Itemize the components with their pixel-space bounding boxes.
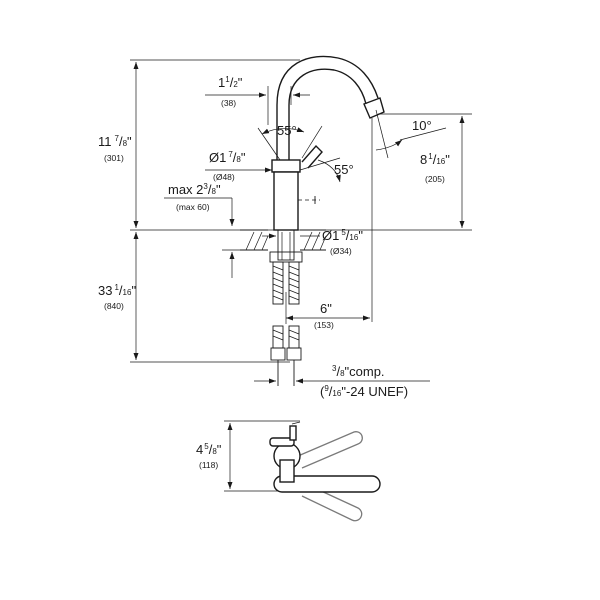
spout-inner-curve (288, 68, 367, 162)
mounting-shank (277, 229, 295, 261)
spout-width-mm: (38) (221, 98, 236, 108)
spout-width-label: 11/2" (218, 75, 243, 90)
spout-tilt-label: 10° (412, 118, 432, 133)
spout-outlet (363, 97, 385, 119)
supply-hoses (270, 261, 302, 386)
hole-dia-mm: (Ø34) (330, 246, 352, 256)
spout-swing-ghost-lower (301, 483, 363, 522)
spout-tilt-arc (375, 139, 403, 151)
spout-outer-curve (276, 55, 379, 162)
plan-depth-label: 45/8" (196, 442, 222, 457)
spout-height-mm: (205) (425, 174, 445, 184)
plan-lever-line (291, 421, 301, 425)
handle-angle-reference (299, 157, 341, 171)
plan-handle (269, 437, 295, 447)
spout-height-label: 81/16" (420, 152, 450, 167)
lever-angle-line-left (257, 127, 281, 161)
elevation-view (130, 55, 472, 386)
deck-section (240, 229, 327, 251)
max-thickness-label: max 23/8" (168, 182, 221, 197)
handle-angle-label: 55° (334, 162, 354, 177)
handle-angle-arc (317, 159, 341, 183)
total-height-mm: (301) (104, 153, 124, 163)
connection-thread-label: (9/16"-24 UNEF) (320, 384, 408, 399)
reach-mm: (153) (314, 320, 334, 330)
plan-lever-tip (289, 425, 297, 441)
spout-tilt-line (375, 109, 389, 159)
reach-label: 6" (320, 301, 332, 316)
plan-depth-mm: (118) (199, 460, 218, 470)
spout-tilt-leader (399, 127, 447, 141)
connection-label: 3/8"comp. (332, 364, 385, 379)
lever-angle-arc (261, 127, 305, 135)
plan-spout-neck (279, 459, 295, 483)
spout-swing-ghost-upper (297, 431, 363, 469)
handle-lever (301, 144, 323, 169)
hose-length-mm: (840) (104, 301, 124, 311)
mounting-nut (269, 251, 303, 263)
faucet-collar (271, 159, 301, 173)
body-dia-mm: (Ø48) (213, 172, 235, 182)
plan-spout (273, 475, 381, 493)
lever-angle-line-right (301, 125, 323, 159)
lever-angle-label: 55° (277, 123, 297, 138)
faucet-body (273, 171, 299, 231)
plan-view (224, 420, 381, 522)
max-thickness-mm: (max 60) (176, 202, 210, 212)
